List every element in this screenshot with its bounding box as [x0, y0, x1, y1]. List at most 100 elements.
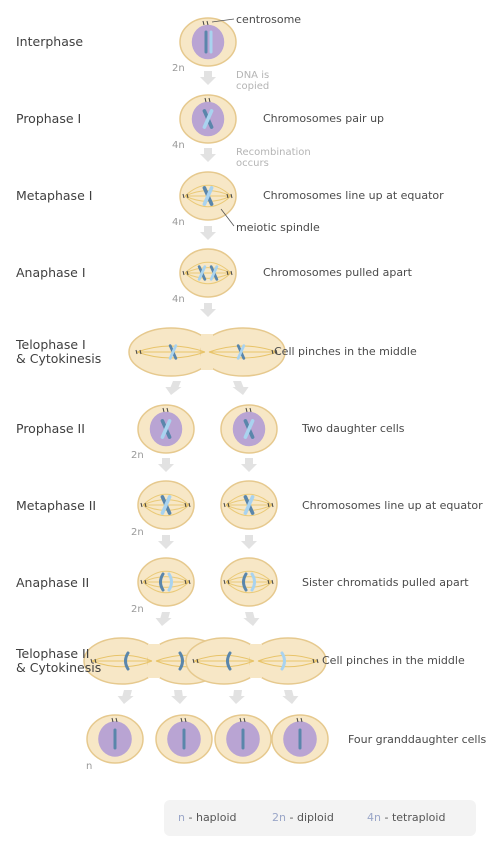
flow-arrow: [232, 381, 249, 395]
chromatid: [178, 651, 184, 671]
spindle-fiber: [184, 272, 232, 285]
description-metaphase-2: Chromosomes line up at equator: [302, 499, 483, 512]
centrosome-icon: [223, 579, 230, 585]
cell-granddaughter-1: [86, 714, 144, 764]
callout-meiotic-spindle: meiotic spindle: [236, 221, 320, 234]
centrosome-icon: [202, 20, 209, 26]
cleavage-furrow: [148, 644, 160, 678]
centrosome-icon: [90, 658, 97, 664]
centrosome-icon: [182, 193, 189, 199]
centrosome-icon: [182, 270, 189, 276]
description-telophase-2: Cell pinches in the middle: [322, 654, 465, 667]
spindle-fiber: [225, 504, 273, 517]
description-telophase-1: Cell pinches in the middle: [274, 345, 417, 358]
stage-label-prophase-1: Prophase I: [16, 111, 82, 126]
flow-arrow: [158, 458, 174, 472]
ploidy-metaphase-1: 4n: [172, 217, 185, 228]
flow-arrow: [243, 612, 260, 626]
cell-anaphase-2-left: [137, 557, 195, 607]
stage-label-metaphase-2: Metaphase II: [16, 498, 97, 513]
ploidy-interphase: 2n: [172, 63, 185, 74]
nucleus: [191, 24, 225, 60]
chromosome: [209, 265, 219, 281]
spindle-fiber: [225, 581, 273, 588]
spindle-fiber: [257, 660, 319, 668]
cell-prophase-1: [179, 94, 237, 144]
centrosome-icon: [312, 658, 319, 664]
cell-granddaughter-4: [271, 714, 329, 764]
chromosome: [202, 186, 214, 206]
cell-anaphase-2-right: [220, 557, 278, 607]
centrosome-icon: [192, 658, 199, 664]
flow-arrow: [200, 148, 216, 162]
spindle-fiber: [225, 504, 273, 511]
centrosome-icon: [184, 502, 191, 508]
description-prophase-2: Two daughter cells: [302, 422, 405, 435]
chromatid: [124, 651, 130, 671]
centrosome-icon: [226, 193, 233, 199]
chromatid: [226, 651, 232, 671]
spindle-fiber: [193, 660, 255, 668]
centrosome-icon: [271, 349, 278, 355]
legend-text: diploid: [296, 811, 334, 824]
ploidy-metaphase-2: 2n: [131, 527, 144, 538]
spindle-fiber: [184, 272, 232, 279]
chromatid: [167, 572, 173, 592]
description-anaphase-1: Chromosomes pulled apart: [263, 266, 412, 279]
legend-text: tetraploid: [391, 811, 446, 824]
chromosome: [168, 344, 178, 360]
legend-dash: -: [188, 811, 193, 824]
flow-arrow: [241, 458, 257, 472]
legend-dash: -: [289, 811, 294, 824]
chromosome: [160, 419, 172, 439]
spindle-leader: [220, 208, 235, 227]
cell-granddaughter-2: [155, 714, 213, 764]
cell-metaphase-2-left: [137, 480, 195, 530]
legend: n - haploid 2n - diploid 4n - tetraploid: [164, 800, 476, 836]
spindle-fiber: [91, 660, 153, 668]
centrosome-icon: [204, 97, 211, 103]
legend-item-tetraploid: 4n - tetraploid: [367, 811, 445, 824]
legend-text: haploid: [195, 811, 237, 824]
chromosome: [243, 419, 255, 439]
note-recombination: Recombination occurs: [236, 147, 311, 169]
cell-telophase-1: [128, 327, 286, 377]
stage-label-anaphase-1: Anaphase I: [16, 265, 86, 280]
chromatid: [280, 651, 286, 671]
stage-label-prophase-2: Prophase II: [16, 421, 85, 436]
cell-granddaughter-3: [214, 714, 272, 764]
spindle-fiber: [142, 581, 190, 594]
spindle-fiber: [142, 493, 190, 506]
centrosome-icon: [267, 579, 274, 585]
description-anaphase-2: Sister chromatids pulled apart: [302, 576, 469, 589]
note-dna-copied: DNA is copied: [236, 70, 270, 92]
centrosome-icon: [140, 579, 147, 585]
legend-dash: -: [384, 811, 389, 824]
centrosome-icon: [140, 502, 147, 508]
flow-arrow: [171, 690, 188, 704]
legend-item-haploid: n - haploid: [178, 811, 237, 824]
ploidy-anaphase-1: 4n: [172, 294, 185, 305]
cell-metaphase-1: [179, 171, 237, 221]
chromatid: [242, 572, 248, 592]
centrosome-icon: [245, 407, 252, 413]
flow-arrow: [200, 71, 216, 85]
flow-arrow: [165, 381, 182, 395]
spindle-fiber: [184, 195, 232, 208]
centrosome-icon: [267, 502, 274, 508]
ploidy-anaphase-2: 2n: [131, 604, 144, 615]
legend-key: 4n: [367, 811, 381, 824]
description-granddaughter: Four granddaughter cells: [348, 733, 487, 746]
cell-metaphase-2-right: [220, 480, 278, 530]
cell-prophase-2-right: [220, 404, 278, 454]
flow-arrow: [200, 226, 216, 240]
spindle-fiber: [142, 504, 190, 511]
centrosome-icon: [162, 407, 169, 413]
spindle-fiber: [225, 581, 273, 594]
cleavage-furrow: [201, 334, 213, 370]
chromosome: [236, 344, 246, 360]
centrosome-icon: [223, 502, 230, 508]
chromosome: [243, 495, 255, 515]
stage-label-metaphase-1: Metaphase I: [16, 188, 93, 203]
